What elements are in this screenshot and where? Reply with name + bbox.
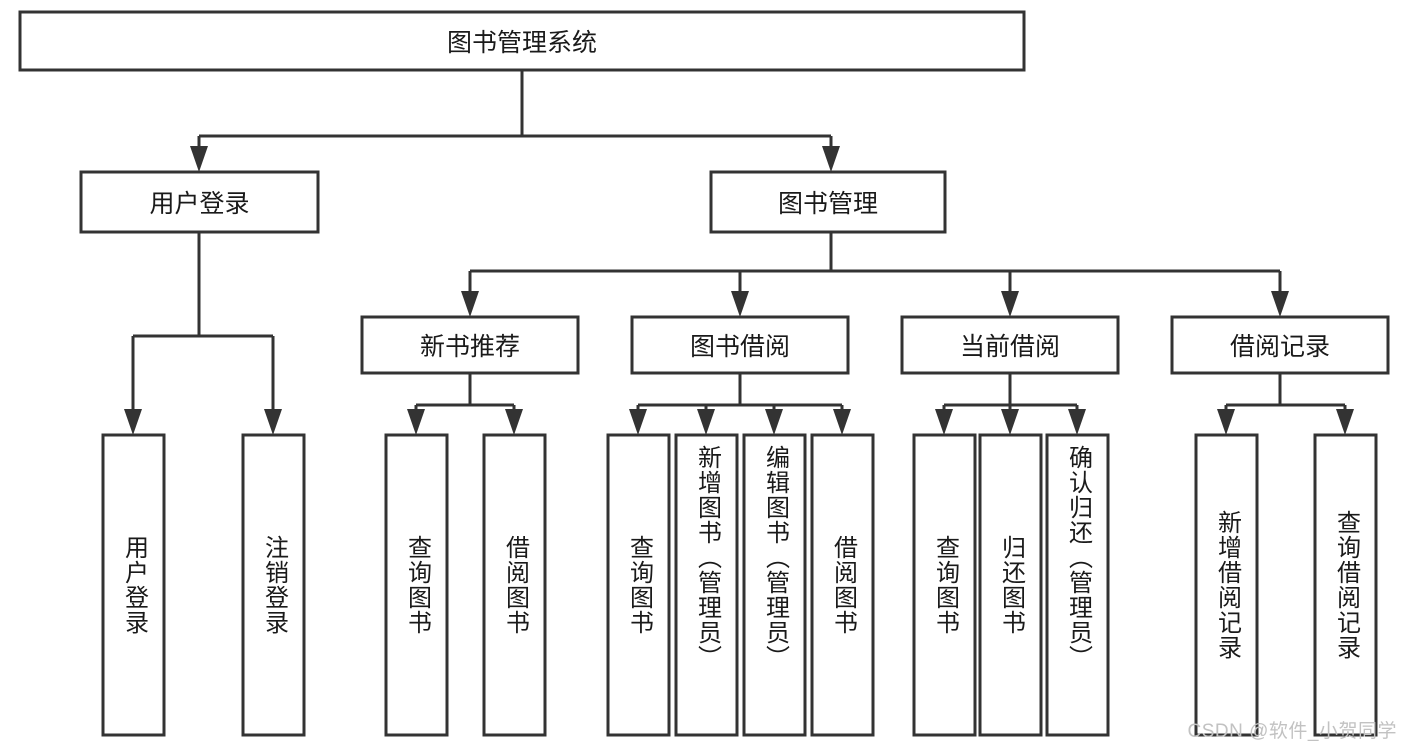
arrow-book-mgmt-to-new-book	[461, 291, 479, 317]
arrow-user-login-leaf-2	[264, 409, 282, 435]
node-box-leaf-add-book[interactable]	[674, 433, 739, 737]
edge-root-to-bus	[197, 70, 833, 152]
node-box-leaf-edit-book[interactable]	[742, 433, 807, 737]
node-box-leaf-logout[interactable]	[241, 433, 306, 737]
node-box-current-borrow[interactable]	[900, 315, 1120, 375]
arrow-book-mgmt-to-borrow-record	[1271, 291, 1289, 317]
edge-book-mgmt-to-bus	[468, 232, 1282, 294]
node-box-leaf-user-login[interactable]	[101, 433, 166, 737]
node-box-leaf-borrow-book-2[interactable]	[810, 433, 875, 737]
node-box-leaf-query-book-2[interactable]	[606, 433, 671, 737]
arrow-book-borrow-leaf-2	[697, 409, 715, 435]
arrow-borrow-record-leaf-2	[1336, 409, 1354, 435]
edge-current-borrow-to-bus	[942, 373, 1079, 412]
arrow-current-borrow-leaf-3	[1068, 409, 1086, 435]
arrow-current-borrow-leaf-1	[935, 409, 953, 435]
node-box-leaf-query-book-1[interactable]	[384, 433, 449, 737]
node-box-book-mgmt[interactable]	[709, 170, 947, 234]
edge-book-borrow-to-bus	[636, 373, 844, 412]
arrow-new-book-leaf-1	[407, 409, 425, 435]
node-box-leaf-query-record[interactable]	[1313, 433, 1378, 737]
node-box-root[interactable]	[18, 10, 1026, 72]
edge-borrow-record-to-bus	[1224, 373, 1347, 412]
arrow-book-borrow-leaf-3	[765, 409, 783, 435]
arrow-current-borrow-leaf-2	[1001, 409, 1019, 435]
node-box-new-book-rec[interactable]	[360, 315, 580, 375]
arrow-borrow-record-leaf-1	[1217, 409, 1235, 435]
node-box-book-borrow[interactable]	[630, 315, 850, 375]
edge-user-login-to-bus	[131, 232, 275, 412]
node-box-leaf-confirm-return[interactable]	[1045, 433, 1110, 737]
arrow-book-borrow-leaf-1	[629, 409, 647, 435]
connector-layer	[124, 70, 1354, 435]
csdn-watermark: CSDN @软件_小贺同学	[1187, 721, 1397, 742]
arrow-new-book-leaf-2	[505, 409, 523, 435]
arrow-user-login-leaf-1	[124, 409, 142, 435]
arrow-book-mgmt-to-book-borrow	[731, 291, 749, 317]
node-box-leaf-return-book[interactable]	[978, 433, 1043, 737]
arrow-root-to-book-mgmt	[822, 146, 840, 172]
node-layer	[18, 10, 1390, 737]
arrow-book-borrow-leaf-4	[833, 409, 851, 435]
node-box-leaf-query-book-3[interactable]	[912, 433, 977, 737]
node-box-borrow-record[interactable]	[1170, 315, 1390, 375]
arrow-book-mgmt-to-current-borrow	[1001, 291, 1019, 317]
node-box-leaf-add-record[interactable]	[1194, 433, 1259, 737]
node-box-user-login[interactable]	[79, 170, 320, 234]
arrow-root-to-user-login	[190, 146, 208, 172]
node-box-leaf-borrow-book-1[interactable]	[482, 433, 547, 737]
edge-new-book-to-bus	[414, 373, 516, 412]
